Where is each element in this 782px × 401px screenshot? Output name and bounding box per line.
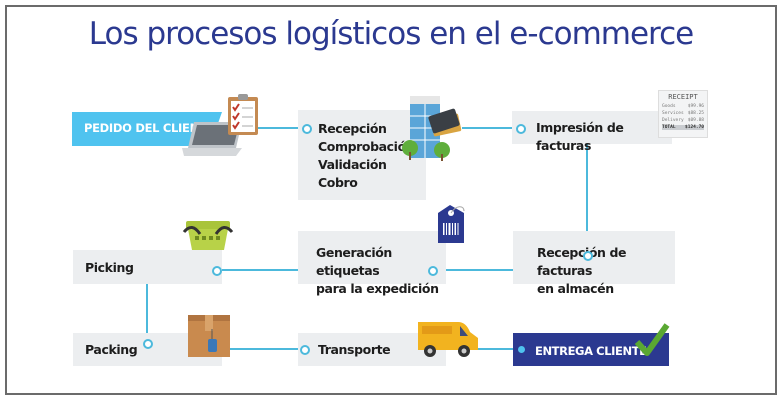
pedido-banner — [72, 112, 222, 146]
packing-label: Packing — [85, 342, 138, 357]
entrega-box: ENTREGA CLIENTE — [513, 333, 669, 366]
connector-dot — [583, 251, 593, 261]
barcode-tag-icon — [438, 205, 465, 243]
receipt-heading: RECEIPT — [668, 93, 698, 101]
etiquetas-line-1: Generación etiquetas — [316, 245, 392, 278]
delivery-van-icon — [418, 322, 478, 357]
picking-box: Picking — [73, 250, 222, 284]
recepcion-item: Recepción — [318, 121, 387, 136]
connector-dot — [143, 339, 153, 349]
basket-icon — [182, 221, 234, 250]
connector-dot — [428, 266, 438, 276]
pedido-label: PEDIDO DEL CLIENTE — [84, 121, 214, 135]
picking-label: Picking — [85, 260, 134, 275]
receipt-label: Goods — [662, 104, 676, 109]
receipt-total-label: TOTAL — [662, 125, 676, 130]
package-box-icon — [188, 315, 230, 357]
receipt-label: Services — [662, 111, 684, 116]
diagram-frame — [5, 5, 777, 395]
receipt-icon: RECEIPT Goods $99.96 Services$88.25 Deliv… — [658, 90, 708, 138]
page-title: Los procesos logísticos en el e-commerce — [88, 16, 694, 52]
almacen-line-1: Recepción de facturas — [537, 245, 627, 278]
connector-dot — [302, 124, 312, 134]
checkmark-icon — [634, 323, 670, 356]
etiquetas-line-2: para la expedición — [316, 281, 439, 296]
entrega-label: ENTREGA CLIENTE — [535, 344, 647, 358]
validacion-item: Validación — [318, 157, 387, 172]
impresion-box: Impresión de facturas — [512, 111, 672, 153]
cobro-item: Cobro — [318, 175, 358, 190]
almacen-line-2: en almacén — [537, 281, 614, 296]
receipt-value: $09.88 — [687, 118, 704, 123]
receipt-label: Delivery — [662, 118, 684, 123]
clipboard-icon — [228, 94, 258, 135]
receipt-value: $88.25 — [687, 111, 704, 116]
impresion-label: Impresión de facturas — [536, 120, 624, 153]
connector-dot — [518, 346, 525, 353]
recepcion-box: Recepción Comprobación Validación Cobro — [298, 110, 426, 200]
almacen-box: Recepción de facturas en almacén — [513, 231, 675, 296]
etiquetas-box: Generación etiquetas para la expedición — [298, 231, 446, 296]
transporte-label: Transporte — [318, 342, 391, 357]
receipt-value: $99.96 — [687, 104, 704, 109]
receipt-total: $124.70 — [685, 125, 704, 130]
connector-dot — [212, 266, 222, 276]
connector-dot — [516, 124, 526, 134]
bank-building-icon — [402, 96, 462, 161]
connector-dot — [300, 345, 310, 355]
comprobacion-item: Comprobación — [318, 139, 415, 154]
